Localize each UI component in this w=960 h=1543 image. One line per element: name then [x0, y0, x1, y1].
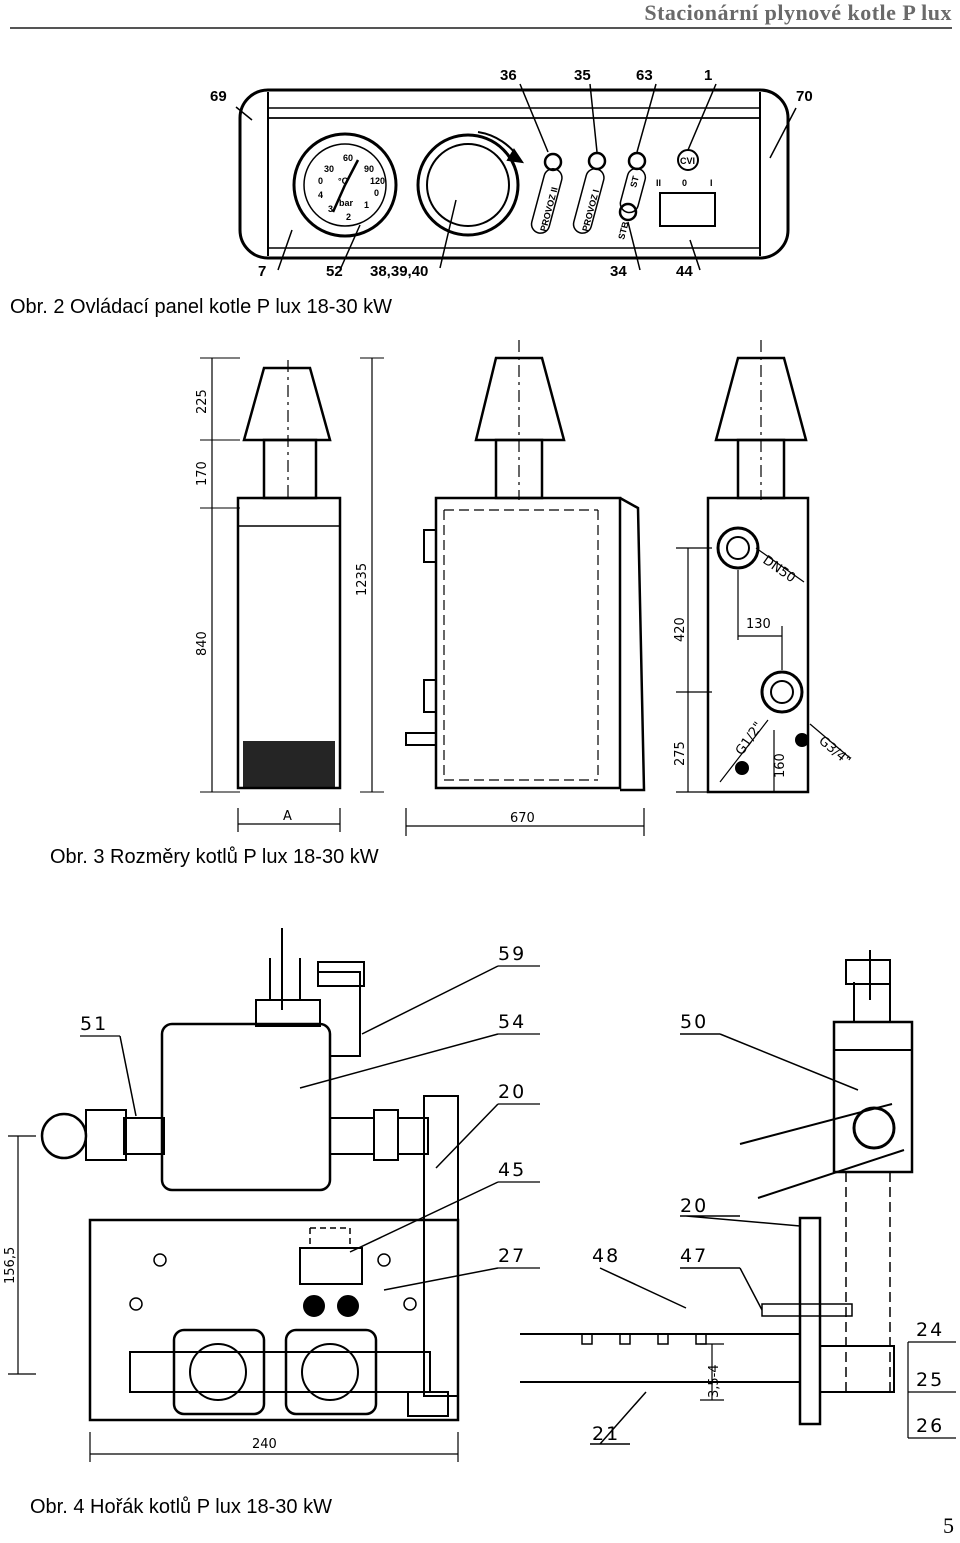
gauge-scale-30: 30 — [324, 164, 334, 174]
dim-156-5: 156,5 — [3, 1247, 18, 1284]
dim-240: 240 — [252, 1437, 277, 1452]
gauge-scale-2: 2 — [346, 212, 351, 222]
back-view — [676, 340, 851, 794]
switch-label-st: ST — [628, 174, 641, 188]
dim-130: 130 — [746, 617, 771, 632]
gauge-scale-1: 1 — [364, 200, 369, 210]
gauge-scale-90: 90 — [364, 164, 374, 174]
fig2-callout-52: 52 — [326, 263, 343, 280]
fig4-callout-26: 26 — [916, 1415, 944, 1437]
figure4-caption: Obr. 4 Hořák kotlů P lux 18-30 kW — [30, 1496, 332, 1518]
page-number: 5 — [943, 1513, 954, 1538]
gauge-scale-0b: 0 — [374, 188, 379, 198]
fig4-callout-20b: 20 — [680, 1195, 708, 1217]
fig4-callout-20: 20 — [498, 1081, 526, 1103]
figure2-control-panel — [235, 83, 797, 271]
figure3-dimensions — [200, 340, 851, 836]
burner-left-view — [8, 928, 540, 1462]
switch-label-stb: STB — [616, 220, 630, 240]
dim-a: A — [283, 809, 292, 824]
fig2-callout-44: 44 — [676, 263, 693, 280]
gauge-scale-0: 0 — [318, 176, 323, 186]
dim-3-5-4: 3,5-4 — [707, 1364, 722, 1398]
fig4-callout-27: 27 — [498, 1245, 526, 1267]
dim-840: 840 — [195, 631, 210, 656]
fig2-callout-38-39-40: 38,39,40 — [370, 263, 428, 280]
fig4-callout-50: 50 — [680, 1011, 708, 1033]
dim-420: 420 — [673, 617, 688, 642]
switch-pos-i: I — [710, 178, 713, 188]
fig4-callout-59: 59 — [498, 943, 526, 965]
burner-right-view — [520, 950, 956, 1445]
figure2-caption: Obr. 2 Ovládací panel kotle P lux 18-30 … — [10, 296, 393, 318]
fig4-callout-47: 47 — [680, 1245, 708, 1267]
gauge-scale-3: 3 — [328, 204, 333, 214]
fig4-callout-54: 54 — [498, 1011, 526, 1033]
dim-160: 160 — [773, 753, 788, 778]
fig2-callout-63: 63 — [636, 67, 653, 84]
fig2-callout-7: 7 — [258, 263, 266, 280]
side-view — [405, 340, 646, 836]
header-rule — [10, 27, 952, 29]
fig2-callout-35: 35 — [574, 67, 591, 84]
gauge-scale-4: 4 — [318, 190, 323, 200]
switch-label-provoz-i: PROVOZ I — [580, 188, 601, 232]
figure4-burner — [8, 928, 956, 1462]
label-g12: G1/2" — [733, 719, 767, 758]
dim-170: 170 — [195, 461, 210, 486]
fig4-callout-48: 48 — [592, 1245, 620, 1267]
fig2-callout-70: 70 — [796, 88, 813, 105]
dim-1235: 1235 — [355, 563, 370, 596]
fig2-callout-1: 1 — [704, 67, 712, 84]
switch-pos-ii: II — [656, 178, 661, 188]
gauge-scale-60: 60 — [343, 153, 353, 163]
dim-670: 670 — [510, 811, 535, 826]
fig4-callout-51: 51 — [80, 1013, 108, 1035]
label-g34: G3/4" — [815, 734, 853, 769]
front-view — [200, 357, 384, 832]
fig4-callout-45: 45 — [498, 1159, 526, 1181]
switch-pos-0: 0 — [682, 178, 687, 188]
figure3-caption: Obr. 3 Rozměry kotlů P lux 18-30 kW — [50, 846, 379, 868]
gauge-scale-bar: bar — [339, 198, 354, 208]
fig4-callout-24: 24 — [916, 1319, 944, 1341]
dim-225: 225 — [195, 389, 210, 414]
indicator-cvi: CVI — [680, 156, 695, 166]
fig4-callout-21: 21 — [592, 1423, 620, 1445]
gauge-unit-celsius: °C — [338, 176, 349, 186]
switch-label-provoz-ii: PROVOZ II — [538, 186, 559, 233]
dim-275: 275 — [673, 741, 688, 766]
fig2-callout-34: 34 — [610, 263, 627, 280]
page-header-title: Stacionární plynové kotle P lux — [644, 0, 952, 25]
gauge-scale-120: 120 — [370, 176, 385, 186]
fig2-callout-69: 69 — [210, 88, 227, 105]
fig2-callout-36: 36 — [500, 67, 517, 84]
label-dn50: DN50 — [760, 553, 798, 586]
fig4-callout-25: 25 — [916, 1369, 944, 1391]
